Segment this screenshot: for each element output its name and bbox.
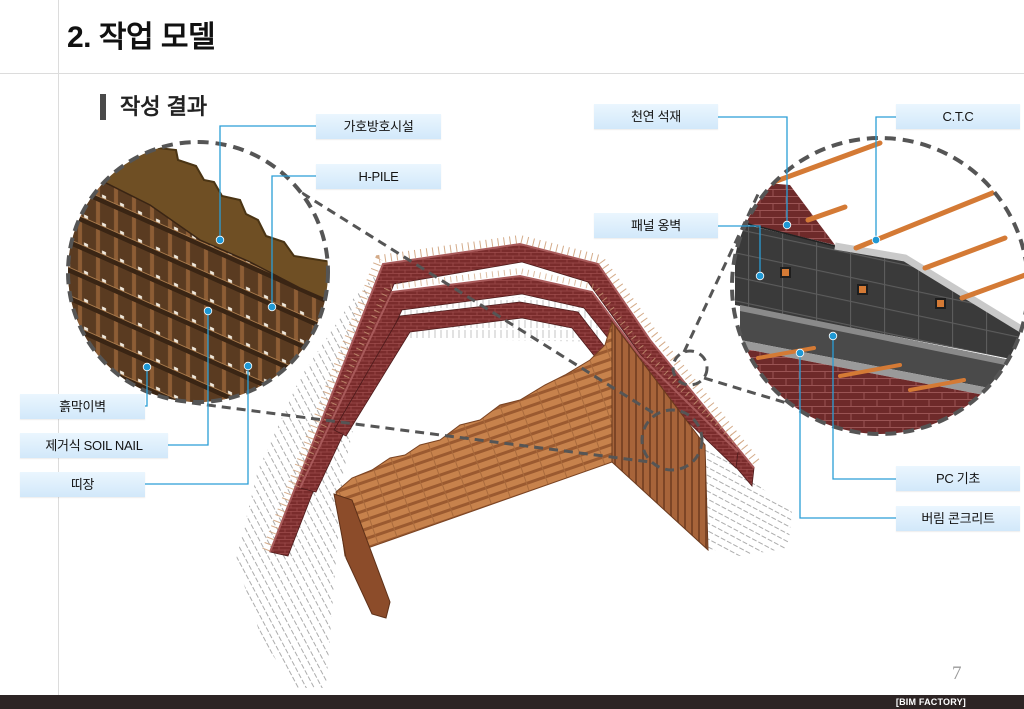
callout-earth-retaining-wall: 흙막이벽 [20,394,145,419]
terrace-middle-top-face [299,274,739,489]
callout-removable-soil-nail: 제거식 SOIL NAIL [20,433,168,458]
callout-lean-concrete: 버림 콘크리트 [896,506,1020,531]
leader-dot [782,220,792,230]
ctc-rod [805,204,848,223]
leader-dot [243,361,253,371]
callout-natural-stone: 천연 석재 [594,104,718,129]
zoom-target-right [671,349,709,387]
leader-natural-stone [718,116,788,225]
ctc-rod [959,271,1024,301]
page-title: 2. 작업 모델 [67,21,216,54]
leader-protection-facility [219,125,316,240]
right-zoom-content [732,138,1024,434]
leader-wale [145,366,249,485]
lower-rod [838,363,902,378]
left-zoom-detail [66,140,330,404]
lower-rod [908,378,966,392]
leader-panel-retaining-wall [718,225,761,276]
leader-lean-concrete [799,353,896,519]
leader-dot [795,348,805,358]
leader-h-pile [271,175,316,307]
section-marker-bar [100,94,106,120]
leader-dot [755,271,765,281]
leader-dots [142,220,881,372]
front-wall-left-strip [333,493,391,619]
retaining-wall-model [236,234,792,688]
terrace-outer-top-face [269,242,755,553]
protection-sheet-edge [157,147,328,263]
leader-earth-retaining-wall [145,367,148,407]
weep-hole [935,298,946,309]
leader-dot [267,302,277,312]
header-divider [0,73,1024,74]
lower-rod [756,346,816,360]
ctc-rod [922,235,1008,271]
leader-ctc [875,116,896,240]
zoom-connector-left-lower [191,401,651,464]
page-number: 7 [952,663,962,684]
leader-pc-foundation [832,336,896,480]
pc-foundation-top [740,305,1010,366]
zoom-target-left [640,408,704,472]
weep-hole [857,284,868,295]
panel-top-cap [834,242,1024,335]
zoom-connector-left-upper [301,191,656,416]
left-zoom-content [68,142,328,402]
callout-panel-retaining-wall: 패널 옹벽 [594,213,718,238]
leader-removable-soil-nail [168,311,209,446]
left-guide-line [58,0,59,695]
panel-retaining-wall [735,222,1024,362]
leader-dot [142,362,152,372]
left-zoom-circle [66,140,330,404]
callout-pc-foundation: PC 기초 [896,466,1020,491]
footer-bar: [BIM FACTORY] [0,695,1024,709]
zoom-connectors [191,189,791,472]
callout-protection-facility: 가호방호시설 [316,114,441,139]
pc-foundation [740,305,1010,392]
footer-brand: [BIM FACTORY] [895,697,966,707]
callout-h-pile: H-PILE [316,164,441,189]
leader-dot [203,306,213,316]
pile-and-wale-grid [68,175,328,402]
weep-hole [780,267,791,278]
front-wall-side-face [611,320,709,552]
leader-dot [828,331,838,341]
callout-wale: 띠장 [20,472,145,497]
terrace-middle-spikes [293,267,745,488]
callout-leaders [145,116,896,519]
leader-dot [215,235,225,245]
callout-ctc: C.T.C [896,104,1020,129]
soil-nail-fan-right [696,436,792,556]
leader-dot [871,235,881,245]
right-zoom-detail [730,136,1024,436]
section-heading: 작성 결과 [120,94,208,119]
